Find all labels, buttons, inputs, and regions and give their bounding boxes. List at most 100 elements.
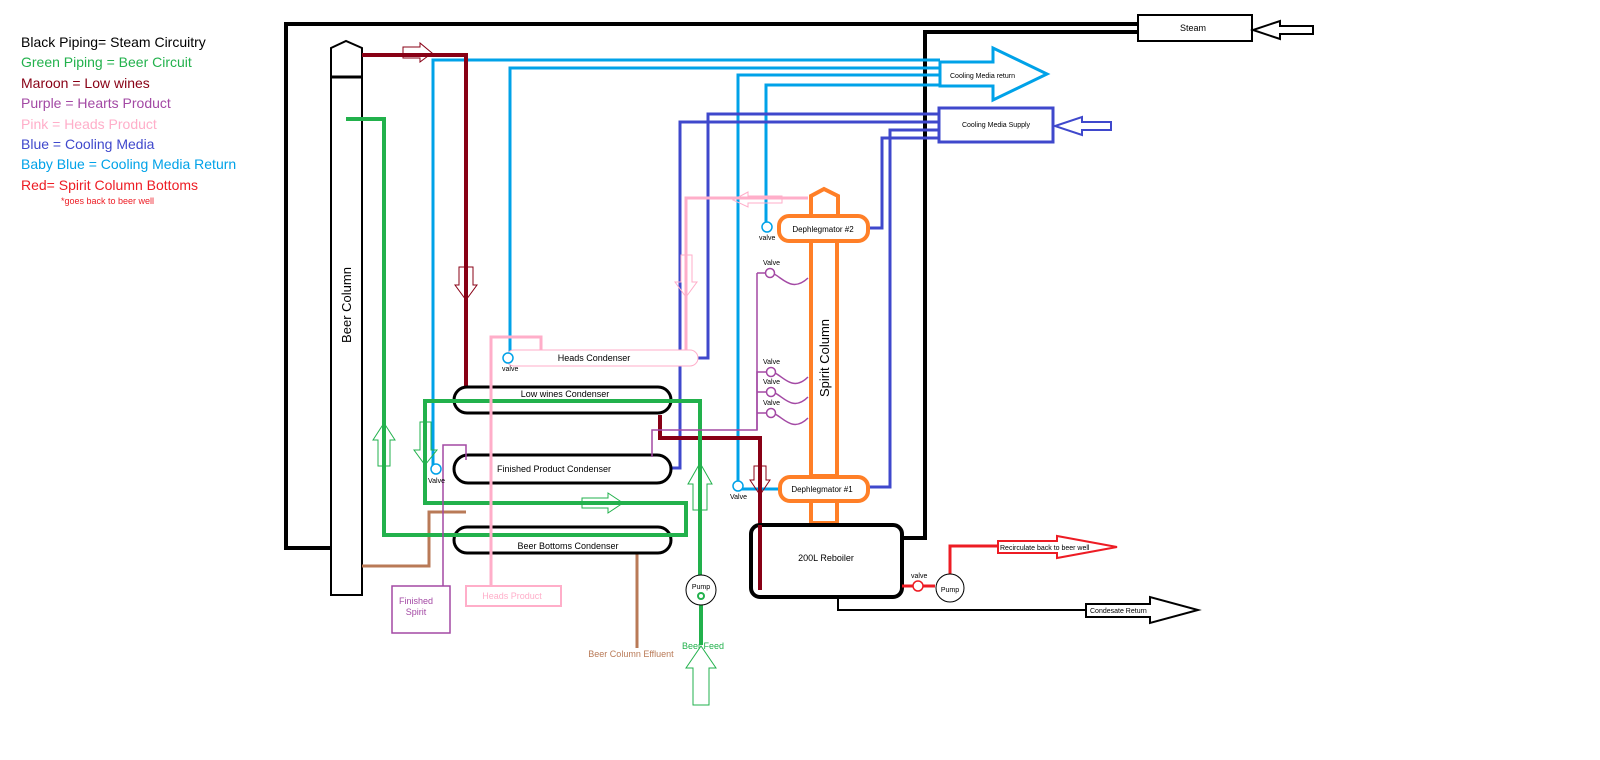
beer-feed-pump: Pump: [685, 574, 717, 606]
cooling-return-pipe-deph2: [764, 83, 940, 226]
hearts-pipe-main: [651, 273, 758, 457]
heads-arrow-left: [731, 191, 783, 208]
reboiler-shell: [749, 523, 904, 599]
cooling-supply-label: Cooling Media Supply: [962, 122, 1031, 129]
beer-arrow-right: [581, 492, 624, 514]
low-wines-pipe-top: [362, 53, 468, 388]
spirit-column-shell: [809, 238, 839, 478]
valve-finished-product: [430, 463, 442, 475]
finished-spirit-label-line2: Spirit: [406, 607, 427, 617]
recirculate-arrow: [997, 534, 1118, 560]
hearts-valves: [764, 267, 777, 419]
hearts-pipe-finished: [442, 444, 467, 586]
finished-product-condenser-shell: [452, 453, 673, 485]
legend: Black Piping= Steam Circuitry Green Pipi…: [21, 32, 236, 207]
cooling-supply-pipe-fp: [670, 120, 939, 470]
cooling-supply-inlet-arrow: [1051, 115, 1112, 137]
cooling-return-arrow: [938, 45, 1051, 103]
steam-label: Steam: [1180, 23, 1206, 33]
legend-beer: Green Piping = Beer Circuit: [21, 54, 192, 71]
hearts-valve-label-1: Valve: [763, 260, 780, 267]
low-wines-pipe-reboiler: [658, 415, 762, 590]
valve-dephlegmator-1-label: Valve: [730, 494, 747, 501]
dephlegmator-2-shell: [777, 214, 870, 243]
bottoms-pump: Pump: [935, 573, 965, 603]
beer-column: Beer Column: [330, 39, 363, 596]
legend-low-wines: Maroon = Low wines: [21, 74, 150, 91]
hearts-valve-2: [765, 366, 777, 378]
heads-condenser: Heads Condenser: [505, 349, 699, 367]
dephlegmator-1-shell: [778, 475, 870, 503]
beer-feed-pump-label: Pump: [692, 584, 710, 591]
dephlegmator-1-label: Dephlegmator #1: [791, 485, 853, 494]
reboiler: 200L Reboiler: [749, 523, 904, 599]
hearts-valve-label-3: Valve: [763, 379, 780, 386]
reboiler-label: 200L Reboiler: [798, 553, 854, 563]
cooling-return-pipe-deph1: [736, 73, 940, 484]
low-wines-arrow-top: [402, 41, 433, 63]
low-wines-circuit: [362, 53, 762, 590]
legend-hearts: Purple = Hearts Product: [21, 95, 171, 112]
cooling-return-valves: [430, 221, 773, 492]
hearts-valve-label-2: Valve: [763, 359, 780, 366]
steam-inlet-arrow: [1249, 19, 1314, 41]
hearts-valve-1: [764, 267, 776, 279]
low-wines-condenser-label: Low wines Condenser: [521, 389, 610, 399]
beer-column-effluent-label: Beer Column Effluent: [588, 649, 674, 659]
effluent-circuit: [362, 510, 639, 648]
legend-cooling: Blue = Cooling Media: [21, 136, 155, 153]
beer-column-shell: [330, 39, 363, 596]
effluent-pipe-column: [362, 510, 466, 568]
beer-arrow-down: [413, 421, 439, 466]
cooling-return-label: Cooling Media return: [950, 73, 1015, 80]
steam-box: [1137, 14, 1253, 42]
low-wines-arrow-down: [454, 266, 478, 301]
hearts-circuit: [391, 272, 809, 634]
heads-product-box: [465, 585, 562, 607]
valve-finished-product-label: Valve: [428, 478, 445, 485]
legend-note: *goes back to beer well: [61, 196, 155, 207]
condensate-return-label: Condesate Return: [1090, 608, 1147, 615]
legend-bottoms: Red= Spirit Column Bottoms: [21, 176, 199, 193]
dephlegmator-2-label: Dephlegmator #2: [792, 225, 854, 234]
beer-feed-arrow: [685, 645, 717, 706]
finished-spirit-box: [391, 585, 451, 634]
hearts-draw-4: [757, 412, 809, 426]
spirit-column-cap: [809, 186, 840, 215]
heads-arrow-down: [674, 254, 698, 298]
bottoms-valve: valve: [911, 573, 927, 592]
bottoms-pump-label: Pump: [941, 587, 959, 594]
valve-dephlegmator-2: [761, 221, 773, 233]
bottoms-valve-label: valve: [911, 573, 927, 580]
cooling-return-pipe-heads: [508, 66, 940, 357]
legend-steam: Black Piping= Steam Circuitry: [21, 34, 206, 50]
hearts-draw-1: [757, 272, 809, 286]
cooling-supply-pipe-deph1: [868, 128, 939, 489]
cooling-supply-pipe-deph2: [868, 136, 939, 230]
finished-product-condenser-label: Finished Product Condenser: [497, 464, 611, 474]
cooling-supply-box: [937, 106, 1055, 144]
condensate-pipe: [837, 598, 1086, 611]
valve-dephlegmator-2-label: valve: [759, 235, 775, 242]
heads-product-label: Heads Product: [482, 591, 542, 601]
heads-pipe-top: [684, 196, 808, 352]
spirit-column-base: [809, 498, 839, 525]
finished-spirit-label-line1: Finished: [399, 596, 433, 606]
spirit-column: Spirit Column Dephlegmator #2 Dephlegmat…: [777, 186, 870, 525]
bottoms-pipe-recirc: [948, 544, 1000, 578]
beer-bottoms-condenser-label: Beer Bottoms Condenser: [517, 541, 618, 551]
legend-heads: Pink = Heads Product: [21, 115, 157, 132]
beer-arrow-up-left: [372, 422, 396, 467]
steam-pipe-main: [284, 22, 1138, 550]
beer-arrow-up-right: [687, 461, 713, 511]
valve-dephlegmator-1: [732, 480, 744, 492]
valve-heads-condenser: [502, 352, 514, 364]
hearts-valve-4: [765, 407, 777, 419]
steam-circuit: [284, 14, 1314, 625]
steam-pipe-reboiler: [902, 30, 1138, 540]
heads-condenser-label: Heads Condenser: [558, 353, 631, 363]
spirit-column-label: Spirit Column: [817, 319, 832, 397]
condensate-return-arrow: [1085, 595, 1202, 625]
finished-product-condenser: Finished Product Condenser: [452, 453, 673, 485]
